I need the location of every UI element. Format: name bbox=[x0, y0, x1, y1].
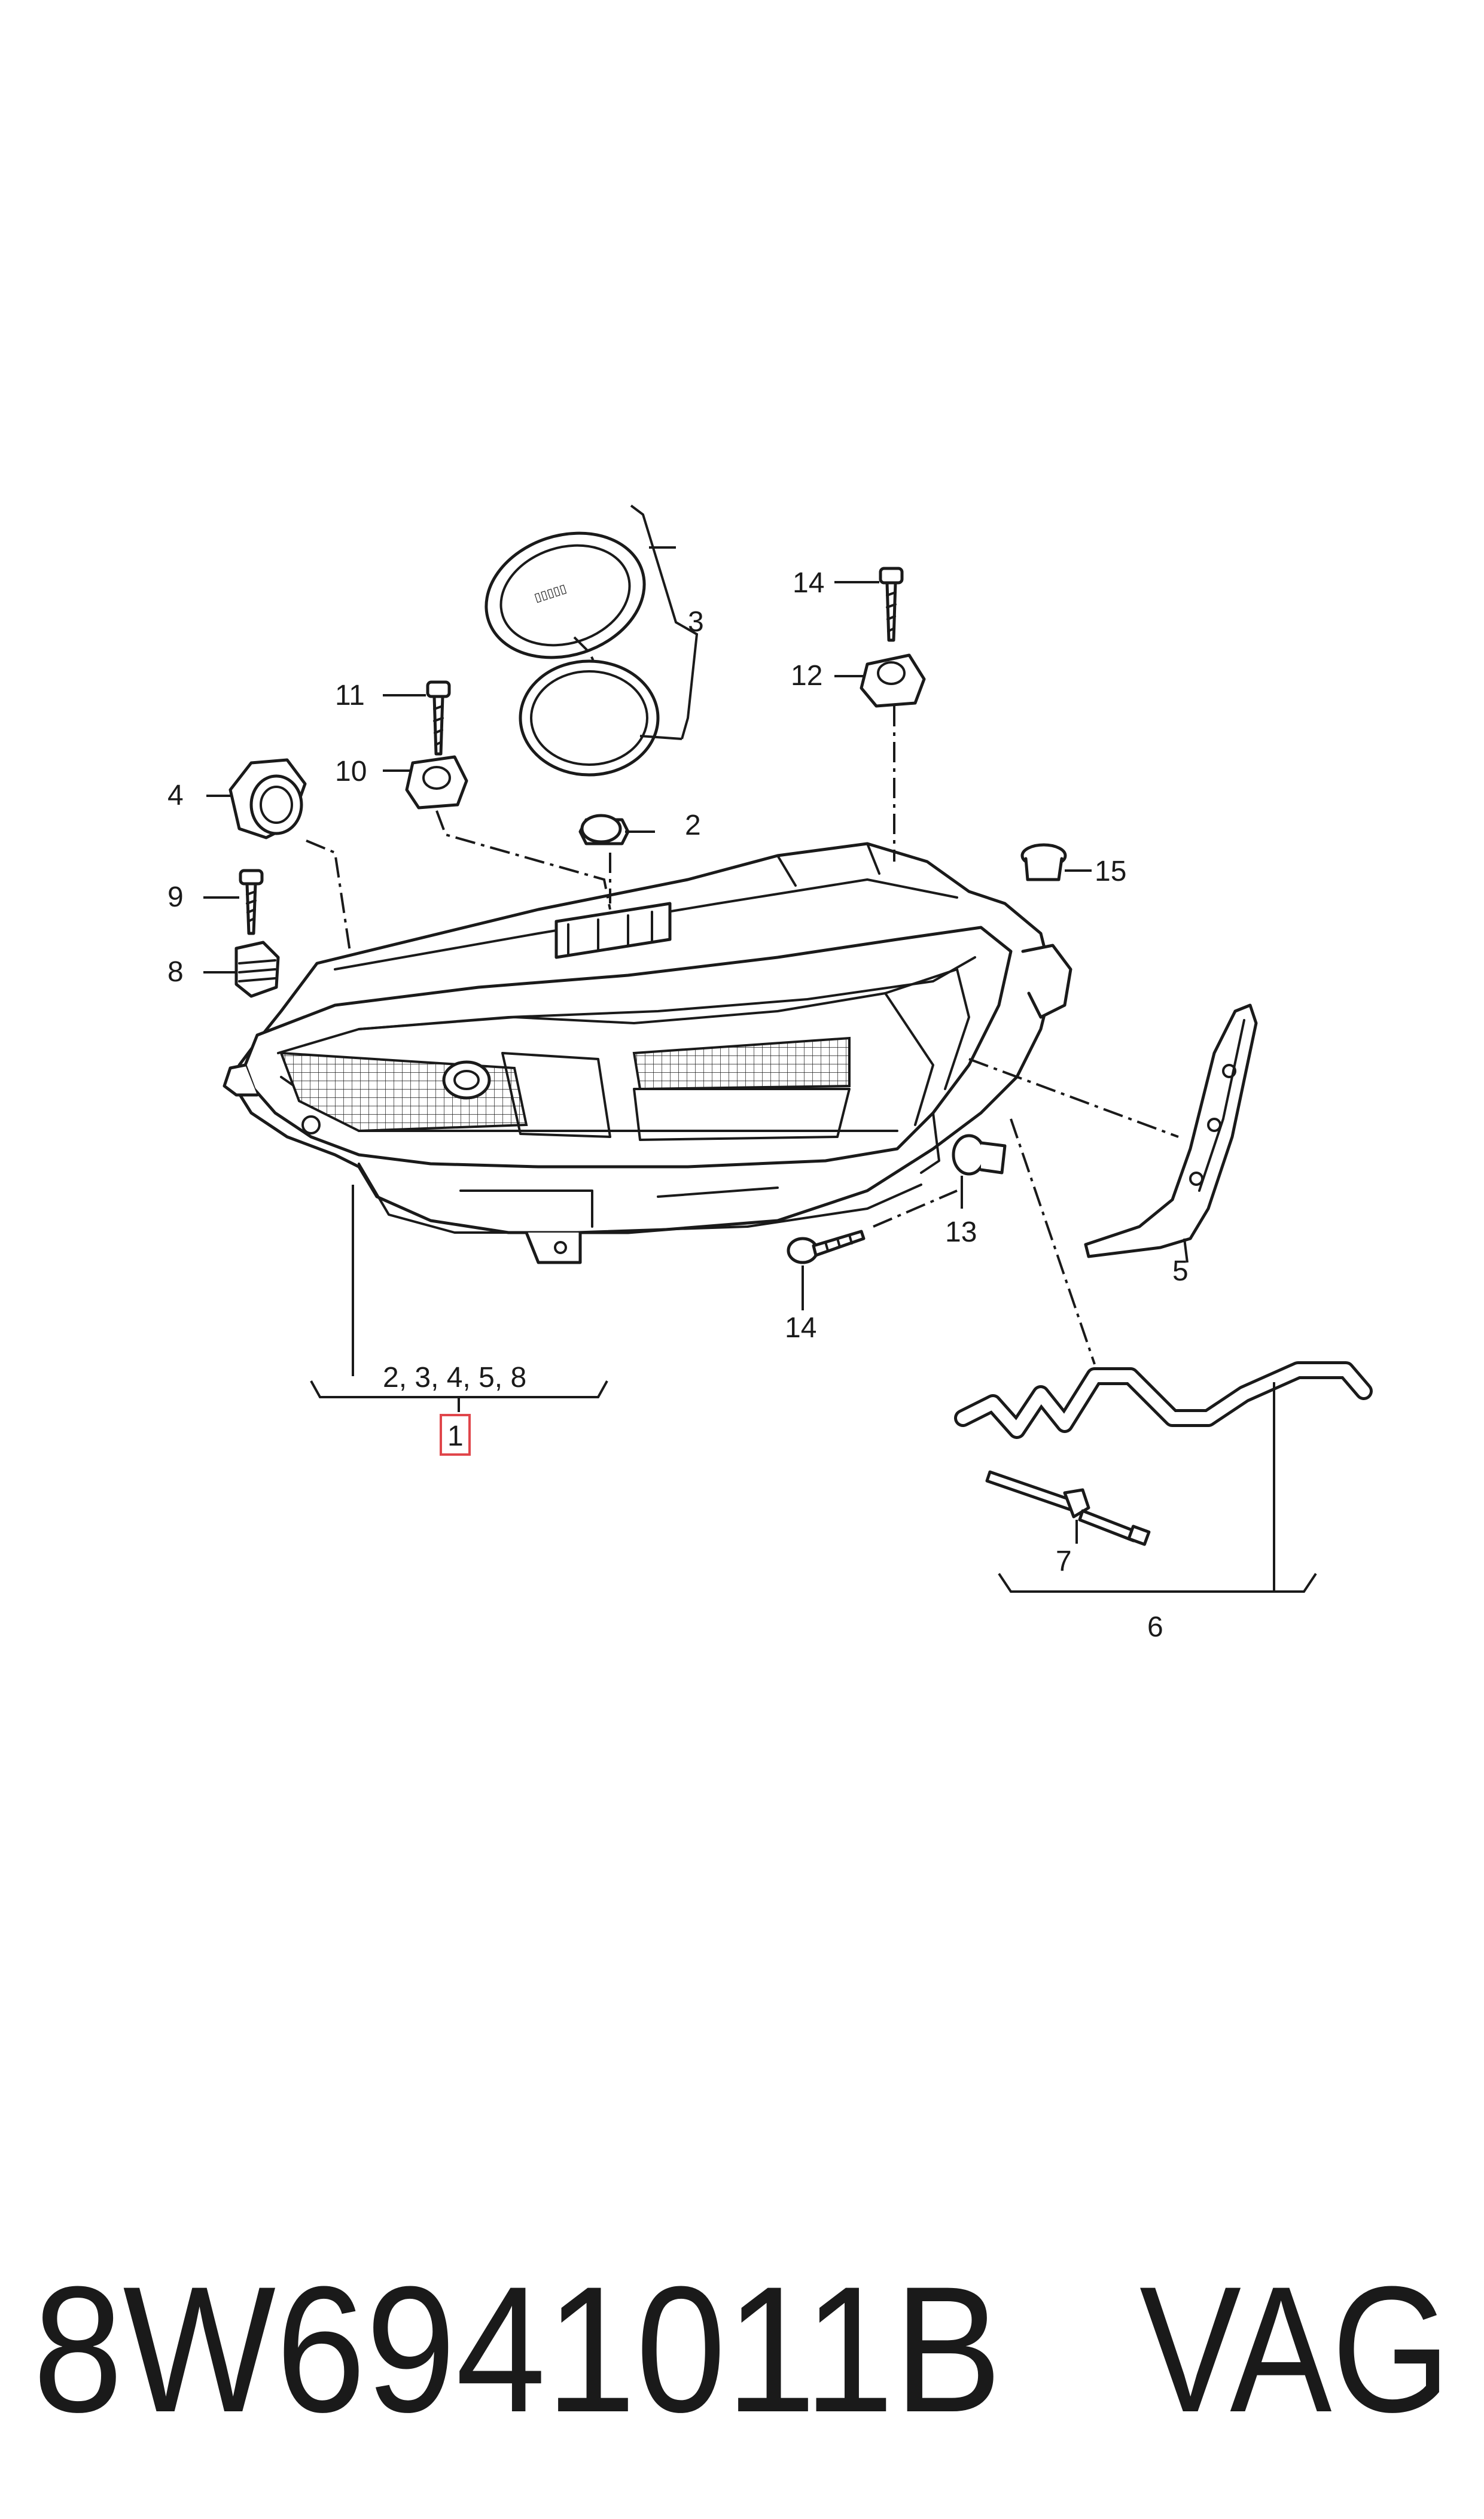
callout-11: 11 bbox=[335, 680, 365, 711]
headlamp-housing bbox=[223, 842, 1072, 1264]
plug-15 bbox=[1020, 843, 1092, 881]
leader-lines bbox=[306, 636, 1317, 1593]
holder-12 bbox=[834, 653, 926, 708]
dust-cover-assembly: ▯▯▯▯▯ bbox=[484, 504, 699, 777]
holder-10 bbox=[383, 755, 468, 810]
clip-13 bbox=[952, 1134, 1007, 1209]
callout-15: 15 bbox=[1095, 856, 1126, 887]
brand-label: VAG bbox=[1139, 2249, 1451, 2450]
callout-6: 6 bbox=[1147, 1611, 1163, 1643]
part-number: 8W6941011B bbox=[33, 2249, 1002, 2450]
screw-11 bbox=[383, 680, 451, 756]
callout-7: 7 bbox=[1056, 1546, 1072, 1577]
cable-tie-7 bbox=[985, 1470, 1151, 1546]
wiring-harness-6 bbox=[954, 1361, 1373, 1592]
callout-5: 5 bbox=[1172, 1255, 1189, 1287]
adjuster-nut bbox=[203, 941, 280, 998]
callout-14-top: 14 bbox=[793, 567, 824, 599]
callout-8: 8 bbox=[167, 956, 184, 988]
callout-2: 2 bbox=[685, 810, 701, 841]
callout-9: 9 bbox=[167, 881, 184, 913]
screw-14-bottom bbox=[787, 1230, 866, 1310]
screw-9 bbox=[203, 869, 264, 935]
callouts: 2 3 4 5 6 7 8 9 10 11 12 13 14 14 15 2, … bbox=[167, 567, 1189, 1643]
screw-14-top bbox=[834, 567, 904, 642]
callout-13: 13 bbox=[945, 1216, 977, 1248]
callout-12: 12 bbox=[791, 660, 822, 692]
bulb bbox=[578, 814, 655, 845]
callout-1-highlight-box bbox=[440, 1414, 471, 1456]
callout-3: 3 bbox=[688, 606, 704, 638]
callout-1: 1 bbox=[447, 1420, 464, 1452]
callout-14-bottom: 14 bbox=[785, 1312, 816, 1344]
group-label-main: 2, 3, 4, 5, 8 bbox=[383, 1362, 526, 1394]
rubber-cap bbox=[206, 758, 307, 839]
trim-panel-5 bbox=[1084, 1003, 1258, 1263]
callout-4: 4 bbox=[167, 780, 184, 811]
callout-10: 10 bbox=[335, 756, 367, 787]
